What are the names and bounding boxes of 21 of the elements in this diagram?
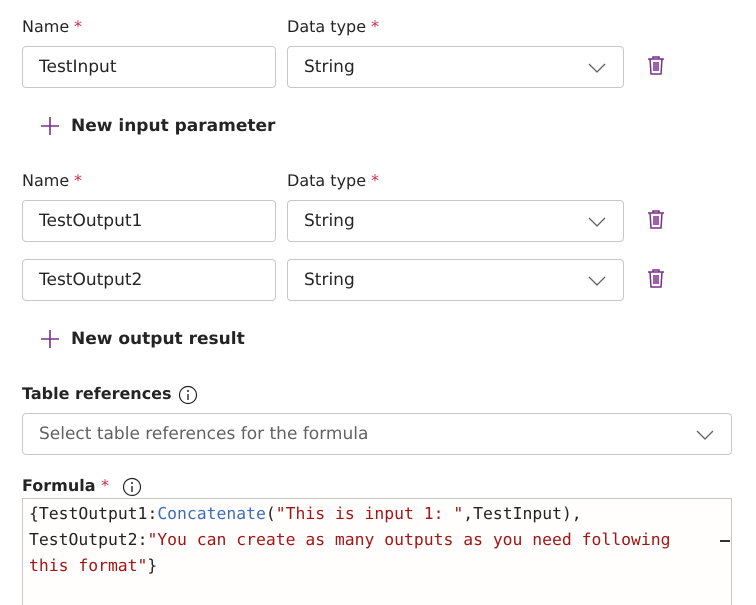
section-label: Formula bbox=[22, 476, 96, 495]
field-label: Data type bbox=[287, 171, 366, 190]
field-label: Name bbox=[22, 171, 70, 190]
text-field: TestOutput1 bbox=[22, 200, 276, 242]
required-asterisk: * bbox=[371, 171, 379, 190]
formula-code: {TestOutput1:Concatenate("This is input 1: ",TestInput), TestOutput2:"You can create as many outputs as you need following this format"} bbox=[29, 503, 672, 577]
required-asterisk: * bbox=[74, 17, 82, 36]
add-button: New input parameter bbox=[41, 116, 276, 136]
section-label: Table references bbox=[22, 384, 172, 403]
field-label: Data type bbox=[287, 17, 366, 36]
dropdown-field: String bbox=[287, 46, 624, 88]
text-field: TestInput bbox=[22, 46, 276, 88]
dropdown-field: Select table references for the formula bbox=[22, 413, 732, 455]
required-asterisk: * bbox=[101, 476, 109, 495]
required-asterisk: * bbox=[74, 171, 82, 190]
add-button: New output result bbox=[41, 329, 245, 349]
dropdown-field: String bbox=[287, 259, 624, 301]
dropdown-field: String bbox=[287, 200, 624, 242]
field-label: Name bbox=[22, 17, 70, 36]
required-asterisk: * bbox=[371, 17, 379, 36]
text-field: TestOutput2 bbox=[22, 259, 276, 301]
